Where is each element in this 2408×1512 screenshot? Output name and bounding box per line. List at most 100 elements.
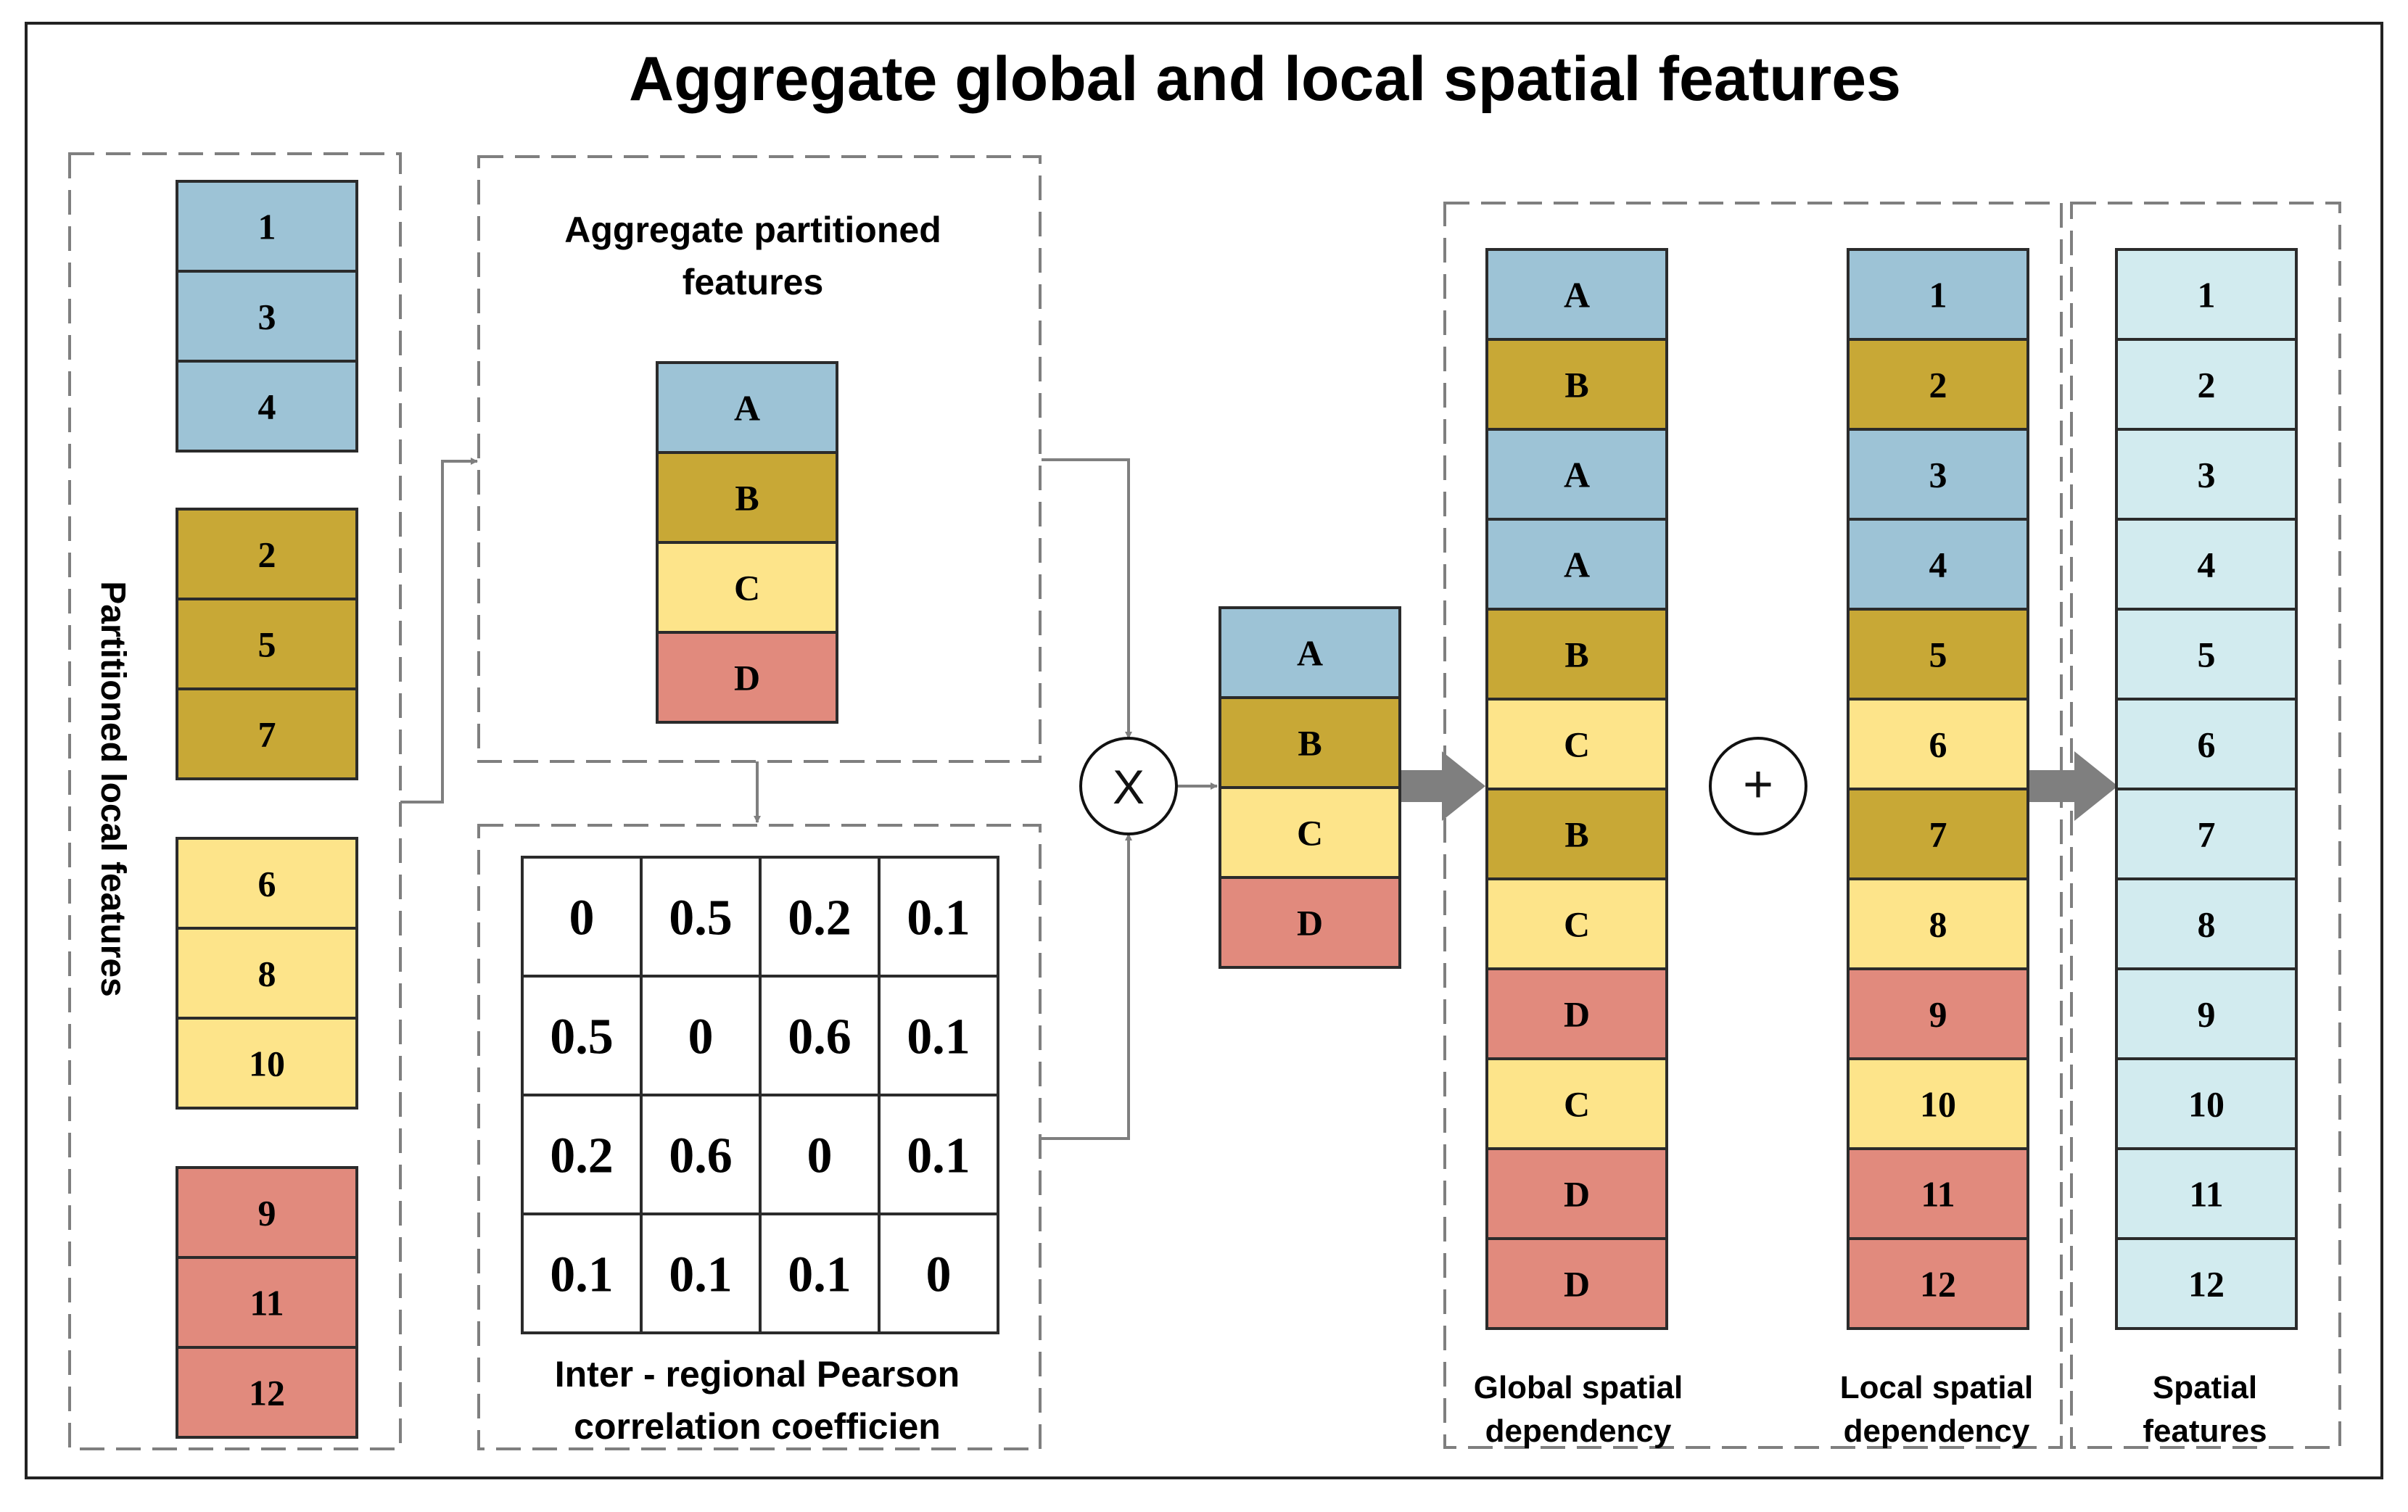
local-cell-6-box — [1847, 698, 2029, 790]
result-cell-a-label: A — [1297, 633, 1323, 674]
pearson-cell-r2-c3-label: 0.6 — [788, 1009, 852, 1065]
partitioned-label: Partitioned local features — [94, 581, 132, 997]
partitioned-group-3-cell-1-label: 6 — [258, 864, 276, 904]
pearson-cell-r4-c2-label: 0.1 — [669, 1247, 733, 1303]
partitioned-group-1-cell-1-label: 1 — [258, 207, 276, 247]
partitioned-group-3-cell-1-box — [176, 837, 358, 930]
spatial-cell-2-box — [2115, 338, 2298, 431]
spatial-cell-12-label: 12 — [2188, 1264, 2224, 1305]
diagram-title: Aggregate global and local spatial featu… — [629, 44, 1901, 114]
result-cell-b-label: B — [1298, 723, 1321, 764]
spatial-cell-10-label: 10 — [2188, 1084, 2224, 1125]
global-cell-11-box — [1485, 1147, 1668, 1240]
pearson-cell-r3-c1-box — [521, 1094, 643, 1215]
pearson-cell-r3-c4-box — [878, 1094, 999, 1215]
local-cell-1-label: 1 — [1929, 275, 1947, 315]
global-cell-9-box — [1485, 967, 1668, 1060]
local-cell-12-box — [1847, 1237, 2029, 1330]
spatial-cell-1-box — [2115, 248, 2298, 341]
pearson-label-line2: correlation coefficien — [574, 1406, 941, 1447]
pearson-cell-r4-c4-box — [878, 1213, 999, 1334]
local-label-line2: dependency — [1844, 1413, 2030, 1449]
outer-frame — [25, 22, 2383, 1479]
partitioned-group-3-cell-2-label: 8 — [258, 954, 276, 994]
aggregate-cell-d-label: D — [734, 658, 760, 698]
spatial-group-box — [2070, 202, 2341, 1449]
partitioned-group-3-cell-3-label: 10 — [249, 1044, 285, 1084]
pearson-cell-r2-c1-label: 0.5 — [550, 1009, 614, 1065]
partitioned-group-2-cell-1-box — [176, 508, 358, 600]
connector-partitioned-to-aggregate — [400, 458, 478, 803]
local-cell-5-label: 5 — [1929, 635, 1947, 675]
spatial-cell-1-label: 1 — [2198, 275, 2216, 315]
partitioned-group-4-cell-2-box — [176, 1256, 358, 1349]
global-cell-6-label: C — [1564, 724, 1590, 765]
aggregate-label-line1: Aggregate partitioned — [564, 210, 941, 250]
local-cell-2-label: 2 — [1929, 365, 1947, 405]
partitioned-group-4-cell-2-label: 11 — [250, 1283, 284, 1323]
global-cell-10-label: C — [1564, 1084, 1590, 1125]
global-cell-4-label: A — [1564, 545, 1590, 585]
local-cell-12-label: 12 — [1920, 1264, 1956, 1305]
result-cell-d-label: D — [1297, 903, 1323, 943]
plus-operator-circle — [1709, 737, 1807, 835]
local-label-line1: Local spatial — [1840, 1370, 2034, 1405]
partitioned-group-4-cell-3-box — [176, 1346, 358, 1439]
pearson-cell-r1-c1-box — [521, 856, 643, 978]
pearson-cell-r1-c2-label: 0.5 — [669, 891, 733, 946]
global-cell-1-box — [1485, 248, 1668, 341]
pearson-cell-r1-c2-box — [640, 856, 762, 978]
aggregate-cell-a-label: A — [734, 388, 760, 429]
partitioned-group-4-cell-1-box — [176, 1166, 358, 1259]
local-cell-10-box — [1847, 1057, 2029, 1150]
global-cell-12-box — [1485, 1237, 1668, 1330]
pearson-cell-r1-c3-label: 0.2 — [788, 891, 852, 946]
aggregate-cell-b-box — [656, 451, 838, 544]
aggregate-label-line2: features — [683, 262, 824, 302]
spatial-label-line1: Spatial — [2153, 1370, 2257, 1405]
spatial-cell-3-box — [2115, 428, 2298, 521]
partitioned-group-2-cell-2-label: 5 — [258, 624, 276, 665]
global-cell-3-box — [1485, 428, 1668, 521]
aggregate-cell-d-box — [656, 631, 838, 724]
local-cell-2-box — [1847, 338, 2029, 431]
global-cell-1-label: A — [1564, 275, 1590, 315]
partitioned-group-4-cell-1-label: 9 — [258, 1193, 276, 1234]
global-cell-3-label: A — [1564, 455, 1590, 495]
global-cell-8-label: C — [1564, 904, 1590, 945]
global-cell-4-box — [1485, 518, 1668, 611]
local-cell-8-label: 8 — [1929, 904, 1947, 945]
spatial-cell-12-box — [2115, 1237, 2298, 1330]
local-cell-7-label: 7 — [1929, 814, 1947, 855]
pearson-cell-r2-c3-box — [759, 975, 881, 1096]
spatial-cell-11-box — [2115, 1147, 2298, 1240]
result-cell-d-box — [1219, 876, 1401, 969]
pearson-cell-r3-c4-label: 0.1 — [907, 1128, 970, 1184]
pearson-cell-r3-c2-label: 0.6 — [669, 1128, 733, 1184]
global-cell-12-label: D — [1564, 1264, 1590, 1305]
global-cell-5-box — [1485, 608, 1668, 701]
local-cell-11-label: 11 — [1921, 1174, 1955, 1215]
partitioned-group-1-cell-3-label: 4 — [258, 387, 276, 427]
spatial-cell-4-box — [2115, 518, 2298, 611]
global-cell-11-label: D — [1564, 1174, 1590, 1215]
pearson-cell-r3-c3-box — [759, 1094, 881, 1215]
pearson-cell-r1-c4-label: 0.1 — [907, 891, 970, 946]
local-cell-9-label: 9 — [1929, 994, 1947, 1035]
spatial-cell-9-label: 9 — [2198, 994, 2216, 1035]
global-cell-2-box — [1485, 338, 1668, 431]
pearson-cell-r4-c4-label: 0 — [926, 1247, 952, 1303]
partitioned-group-1-cell-2-label: 3 — [258, 297, 276, 337]
spatial-cell-6-label: 6 — [2198, 724, 2216, 765]
spatial-cell-11-label: 11 — [2189, 1174, 2223, 1215]
spatial-cell-7-box — [2115, 788, 2298, 880]
spatial-cell-8-label: 8 — [2198, 904, 2216, 945]
partitioned-group-2-cell-1-label: 2 — [258, 534, 276, 575]
block-arrow-local-to-spatial — [2028, 751, 2118, 821]
spatial-cell-5-box — [2115, 608, 2298, 701]
pearson-cell-r1-c1-label: 0 — [569, 891, 595, 946]
partitioned-group-box — [68, 152, 402, 1450]
local-cell-3-label: 3 — [1929, 455, 1947, 495]
result-cell-a-box — [1219, 606, 1401, 699]
